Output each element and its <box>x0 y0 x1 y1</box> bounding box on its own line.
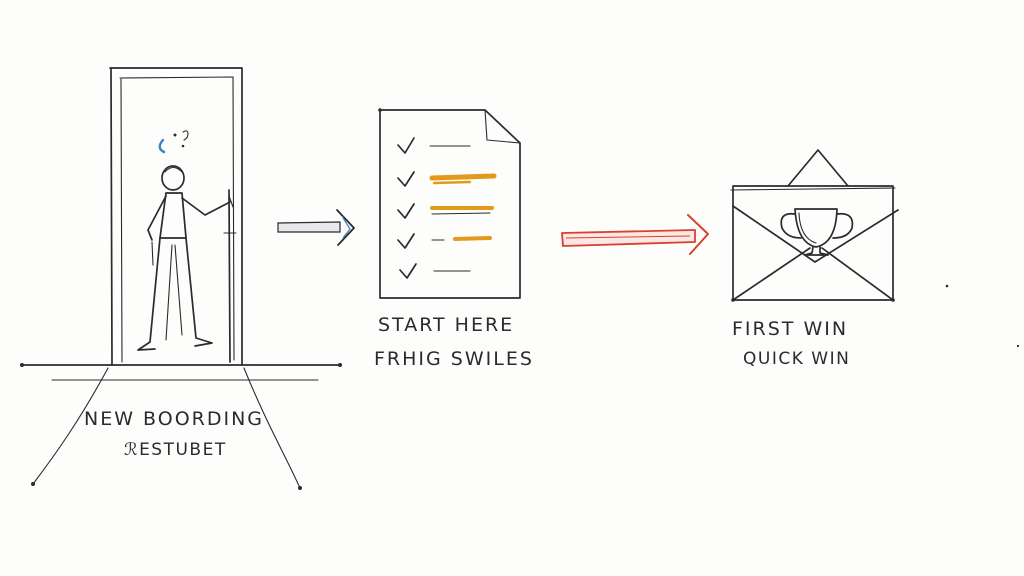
thinking-icon <box>158 130 189 154</box>
checklist-row-3 <box>397 203 494 219</box>
checklist-row-5 <box>399 263 471 279</box>
stage-3-subtitle: QUICK WIN <box>743 349 851 369</box>
stage-3-title: FIRST WIN <box>732 318 849 340</box>
stage-2-title: START HERE <box>378 314 515 336</box>
checklist-icon <box>378 108 521 299</box>
door-icon <box>20 67 342 490</box>
checklist-row-4 <box>397 233 492 249</box>
checklist-row-2 <box>397 171 497 187</box>
envelope-icon <box>730 149 899 302</box>
arrow-icon <box>277 209 355 246</box>
checklist-row-1 <box>397 137 471 154</box>
stage-1-title: NEW BOORDING <box>84 408 265 430</box>
person-icon <box>137 165 234 351</box>
stage-1-subtitle: ℛESTUBET <box>124 440 227 460</box>
arrow-icon <box>561 214 709 255</box>
trophy-icon <box>780 208 854 256</box>
stage-2-subtitle: FRHIG SWILES <box>374 348 534 370</box>
